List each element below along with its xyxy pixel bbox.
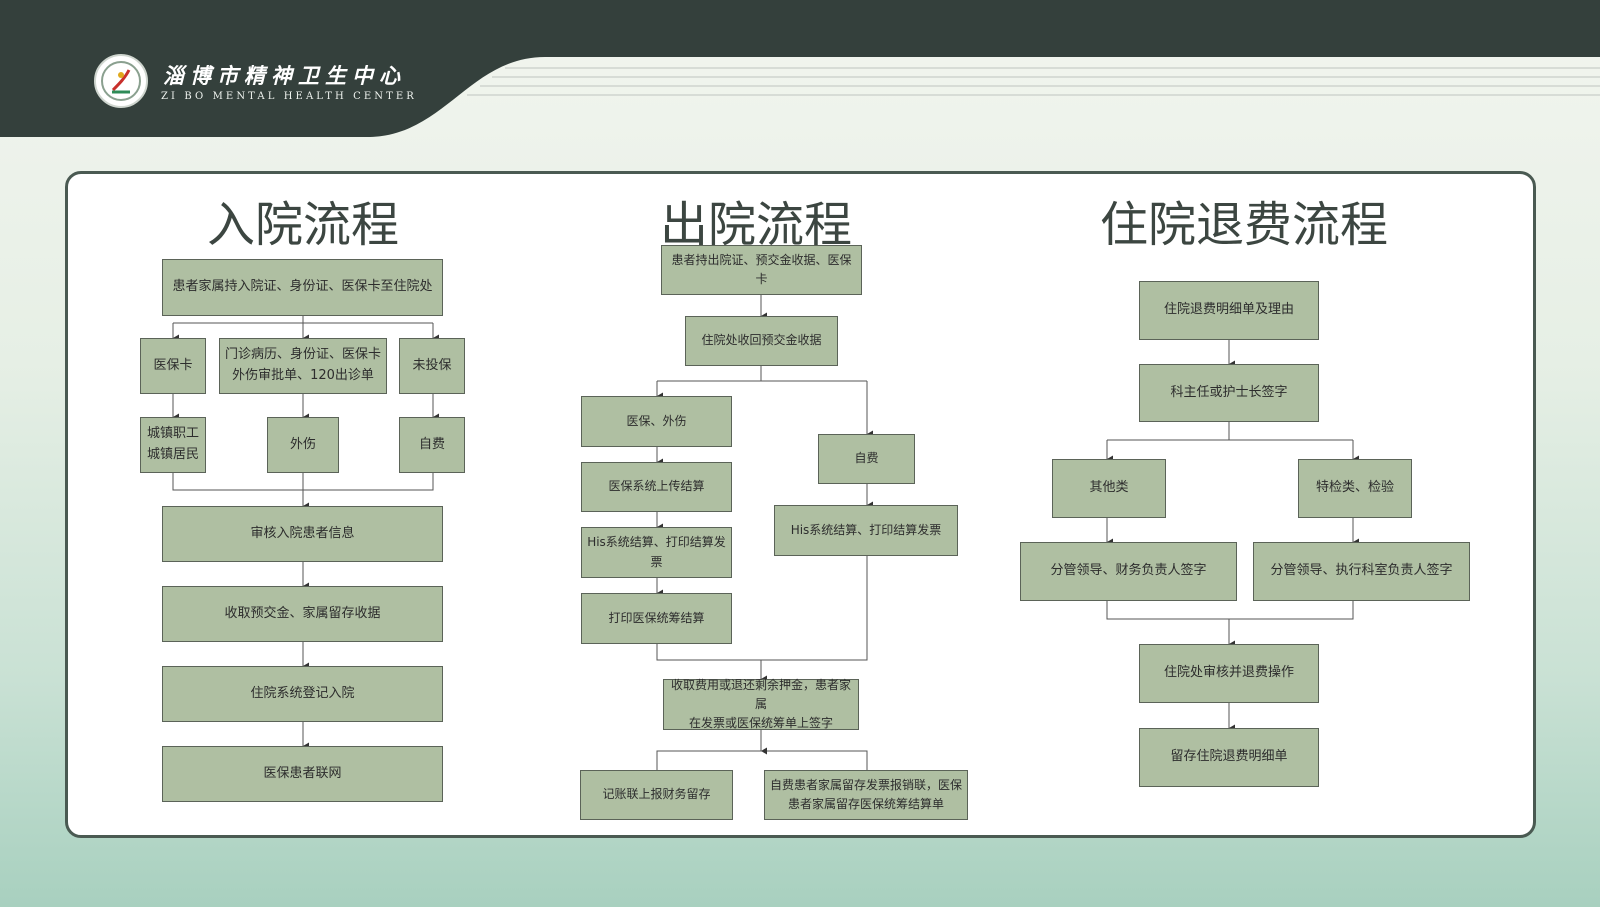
admission-step-verify-info: 审核入院患者信息	[162, 506, 443, 562]
discharge-step-keep-invoice: 自费患者家属留存发票报销联，医保 患者家属留存医保统筹结算单	[764, 770, 968, 820]
admission-step-med-card: 医保卡	[140, 338, 206, 394]
admission-step-insurance-network: 医保患者联网	[162, 746, 443, 802]
refund-step-special-exam: 特检类、检验	[1298, 459, 1412, 518]
refund-step-review-refund: 住院处审核并退费操作	[1139, 644, 1319, 703]
refund-step-director-sign: 科主任或护士长签字	[1139, 364, 1319, 422]
discharge-step-recover-receipt: 住院处收回预交金收据	[685, 316, 838, 366]
admission-title: 入院流程	[206, 197, 400, 253]
discharge-step-self-pay: 自费	[818, 434, 915, 484]
discharge-title: 出院流程	[659, 197, 853, 253]
org-name-en: ZI BO MENTAL HEALTH CENTER	[161, 91, 417, 102]
admission-step-injury-docs: 门诊病历、身份证、医保卡 外伤审批单、120出诊单	[219, 338, 387, 394]
refund-step-leader-dept: 分管领导、执行科室负责人签字	[1253, 542, 1470, 601]
admission-step-collect-deposit: 收取预交金、家属留存收据	[162, 586, 443, 642]
refund-step-detail-reason: 住院退费明细单及理由	[1139, 281, 1319, 340]
refund-step-leader-finance: 分管领导、财务负责人签字	[1020, 542, 1237, 601]
hospital-logo	[94, 54, 148, 108]
discharge-step-upload-settlement: 医保系统上传结算	[581, 462, 732, 512]
discharge-step-collect-refund: 收取费用或退还剩余押金，患者家属 在发票或医保统筹单上签字	[663, 678, 859, 730]
discharge-step-his-settle-left: His系统结算、打印结算发票	[581, 527, 732, 578]
header-banner	[0, 0, 1600, 137]
admission-step-bring-docs: 患者家属持入院证、身份证、医保卡至住院处	[162, 259, 443, 316]
org-name-cn: 淄博市精神卫生中心	[163, 63, 406, 88]
admission-step-injury: 外伤	[267, 417, 339, 473]
refund-step-other: 其他类	[1052, 459, 1166, 518]
discharge-step-print-pooling: 打印医保统筹结算	[581, 593, 732, 644]
discharge-step-bring-docs: 患者持出院证、预交金收据、医保卡	[661, 245, 862, 295]
admission-step-self-pay: 自费	[399, 417, 465, 473]
admission-step-urban-types: 城镇职工 城镇居民	[140, 417, 206, 473]
refund-step-keep-detail: 留存住院退费明细单	[1139, 728, 1319, 787]
discharge-step-his-settle-right: His系统结算、打印结算发票	[774, 505, 958, 556]
admission-step-register: 住院系统登记入院	[162, 666, 443, 722]
discharge-step-insured-injury: 医保、外伤	[581, 396, 732, 447]
admission-step-uninsured: 未投保	[399, 338, 465, 394]
discharge-step-accounting: 记账联上报财务留存	[580, 770, 733, 820]
refund-title: 住院退费流程	[1099, 197, 1389, 253]
